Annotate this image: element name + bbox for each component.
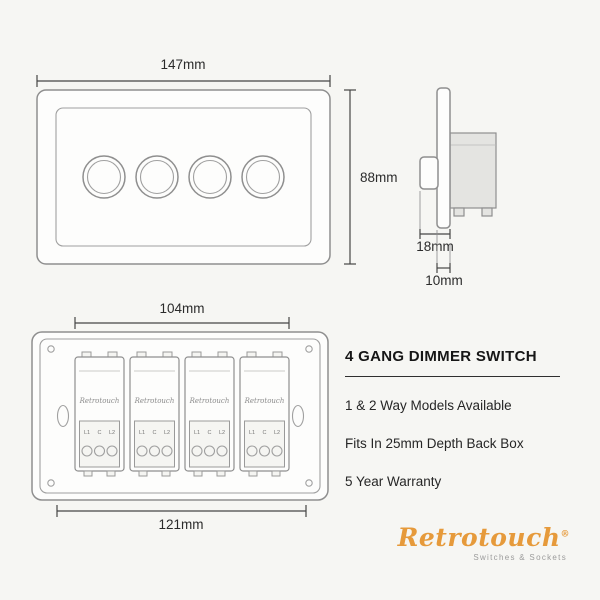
dimmer-module-3: Retrotouch L1 C L2 — [184, 351, 235, 477]
terminal-screw — [246, 445, 258, 457]
product-title: 4 GANG DIMMER SWITCH — [345, 348, 537, 365]
corner-screw-bottom-left — [47, 479, 55, 487]
module-brand-label: Retrotouch — [189, 397, 230, 405]
terminal-screw — [106, 445, 118, 457]
front-width-dimension-label: 147mm — [160, 57, 205, 72]
rear-view-diagram: 104mm Retrotouch L1 C L2 — [31, 301, 329, 532]
front-height-dimension: 88mm — [344, 89, 398, 265]
terminal-label-l2: L2 — [274, 430, 280, 436]
feature-1: 1 & 2 Way Models Available — [345, 398, 512, 413]
side-knob — [419, 156, 439, 190]
brand-logo-name: Retrotouch® — [398, 524, 570, 552]
feature-2: Fits In 25mm Depth Back Box — [345, 436, 524, 451]
terminal-label-l2: L2 — [109, 430, 115, 436]
title-underline — [345, 376, 560, 377]
terminal-screw — [203, 445, 216, 457]
terminal-label-l1: L1 — [249, 430, 255, 436]
dimmer-knob-3 — [188, 155, 232, 199]
terminal-screw — [81, 445, 93, 457]
side-total-depth-label: 18mm — [416, 239, 454, 254]
registered-mark-icon: ® — [560, 529, 570, 540]
dimmer-module-1: Retrotouch L1 C L2 — [74, 351, 125, 477]
terminal-screw — [148, 445, 161, 457]
terminal-label-c: C — [208, 430, 212, 436]
front-height-dimension-label: 88mm — [360, 170, 398, 185]
module-brand-label: Retrotouch — [134, 397, 175, 405]
dimmer-module-2: Retrotouch L1 C L2 — [129, 351, 180, 477]
terminal-label-l2: L2 — [219, 430, 225, 436]
side-plate — [436, 87, 451, 229]
rear-plate-inner-edge — [39, 338, 321, 494]
brand-logo-wordmark: Retrotouch — [397, 523, 561, 552]
terminal-label-l2: L2 — [164, 430, 170, 436]
product-info-block: 4 GANG DIMMER SWITCH 1 & 2 Way Models Av… — [345, 348, 567, 489]
front-view-diagram: 147mm 88mm — [36, 57, 398, 265]
module-brand-label: Retrotouch — [79, 397, 120, 405]
terminal-label-c: C — [153, 430, 157, 436]
terminal-screw — [161, 445, 173, 457]
terminal-screw — [271, 445, 283, 457]
side-plate-depth-label: 10mm — [425, 273, 463, 288]
terminal-label-c: C — [98, 430, 102, 436]
terminal-screw — [216, 445, 228, 457]
dimmer-knob-4 — [241, 155, 285, 199]
mounting-slot-left — [56, 404, 70, 428]
corner-screw-bottom-right — [305, 479, 313, 487]
brand-logo-tagline: Switches & Sockets — [473, 552, 567, 562]
mounting-slot-right — [291, 404, 305, 428]
side-total-depth-dimension: 18mm — [416, 191, 454, 254]
terminal-screw — [93, 445, 106, 457]
front-plate-inner-edge — [55, 107, 312, 247]
rear-fixing-span-dimension: 121mm — [56, 505, 307, 532]
terminal-label-l1: L1 — [194, 430, 200, 436]
side-plate-depth-dimension: 10mm — [425, 230, 463, 288]
side-module-body — [449, 132, 497, 217]
rear-fixing-span-label: 121mm — [158, 517, 203, 532]
feature-3: 5 Year Warranty — [345, 474, 442, 489]
terminal-label-c: C — [263, 430, 267, 436]
corner-screw-top-right — [305, 345, 313, 353]
terminal-screw — [136, 445, 148, 457]
terminal-label-l1: L1 — [139, 430, 145, 436]
front-plate — [36, 89, 331, 265]
side-view-diagram: 18mm 10mm — [416, 87, 497, 288]
corner-screw-top-left — [47, 345, 55, 353]
dimmer-knob-1 — [82, 155, 126, 199]
terminal-label-l1: L1 — [84, 430, 90, 436]
rear-module-span-label: 104mm — [159, 301, 204, 316]
dimmer-knob-2 — [135, 155, 179, 199]
brand-logo: Retrotouch® Switches & Sockets — [398, 524, 570, 562]
terminal-screw — [258, 445, 271, 457]
dimmer-module-4: Retrotouch L1 C L2 — [239, 351, 290, 477]
rear-module-span-dimension: 104mm — [74, 301, 290, 329]
terminal-screw — [191, 445, 203, 457]
module-brand-label: Retrotouch — [244, 397, 285, 405]
front-width-dimension: 147mm — [36, 57, 331, 87]
